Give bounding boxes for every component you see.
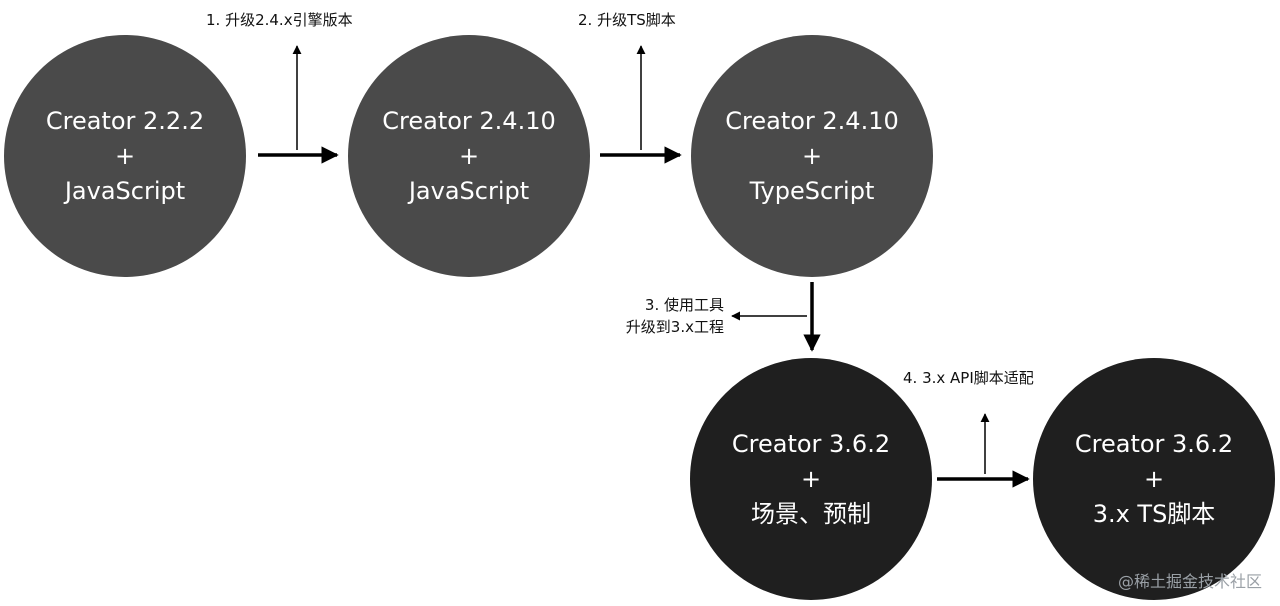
stage-5-script: 3.x TS脚本: [1092, 499, 1216, 528]
step-4-label: 4. 3.x API脚本适配: [903, 369, 1034, 387]
stage-4-version: Creator 3.6.2: [731, 429, 891, 458]
stage-3-plus: +: [801, 141, 823, 170]
stage-3-version: Creator 2.4.10: [725, 106, 899, 135]
stage-node-creator-2-4-10-ts: Creator 2.4.10 + TypeScript: [691, 35, 933, 277]
stage-node-creator-3-6-2-scene: Creator 3.6.2 + 场景、预制: [690, 358, 932, 600]
stage-2-plus: +: [458, 141, 480, 170]
stage-5-version: Creator 3.6.2: [1074, 429, 1234, 458]
step-3-label-line-2: 升级到3.x工程: [625, 318, 724, 336]
stage-node-creator-3-6-2-ts: Creator 3.6.2 + 3.x TS脚本: [1033, 358, 1275, 600]
stage-1-plus: +: [114, 141, 136, 170]
step-2-label: 2. 升级TS脚本: [578, 11, 676, 29]
step-3-label: 3. 使用工具 升级到3.x工程: [626, 294, 724, 338]
stage-node-creator-2-4-10-js: Creator 2.4.10 + JavaScript: [348, 35, 590, 277]
stage-1-version: Creator 2.2.2: [45, 106, 205, 135]
stage-4-plus: +: [800, 464, 822, 493]
stage-2-version: Creator 2.4.10: [382, 106, 556, 135]
watermark: @稀土掘金技术社区: [1117, 572, 1262, 591]
step-3-label-line-1: 3. 使用工具: [644, 296, 724, 314]
stage-3-script: TypeScript: [749, 176, 875, 205]
stage-4-assets: 场景、预制: [751, 499, 871, 528]
step-1-label: 1. 升级2.4.x引擎版本: [206, 11, 353, 29]
stage-node-creator-2-2-2-js: Creator 2.2.2 + JavaScript: [4, 35, 246, 277]
stage-1-script: JavaScript: [64, 176, 186, 205]
stage-5-plus: +: [1143, 464, 1165, 493]
stage-2-script: JavaScript: [408, 176, 530, 205]
